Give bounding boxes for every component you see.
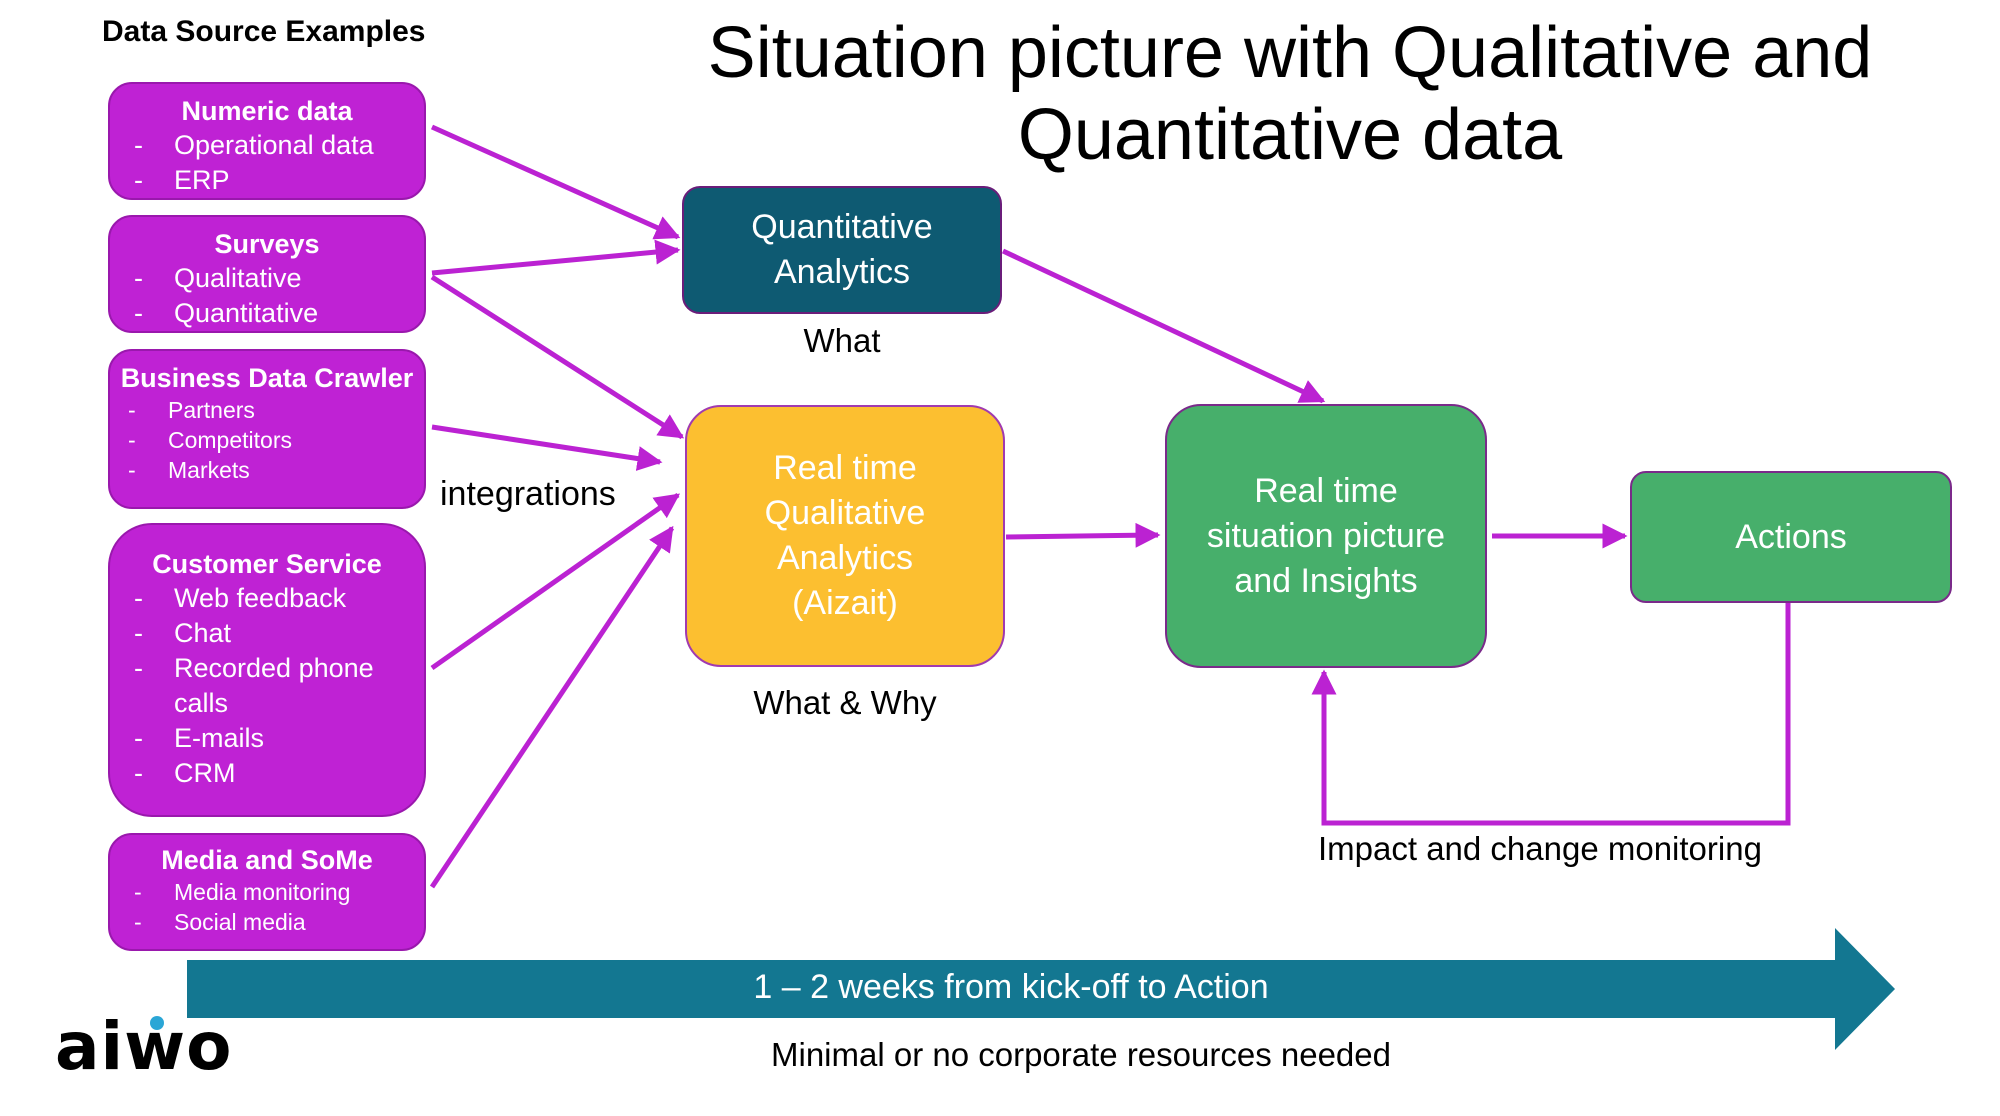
logo-text: aiwo [55,1008,233,1085]
insights-box: Real time situation picture and Insights [1165,404,1487,668]
timeline-label: 1 – 2 weeks from kick-off to Action [753,968,1269,1006]
source-item: Markets [118,455,416,485]
timeline-sublabel: Minimal or no corporate resources needed [771,1036,1391,1073]
arrow-numeric-to-quantitative [430,124,681,240]
source-item: E-mails [124,721,410,756]
aiwo-logo: aiwo [55,1010,255,1085]
source-box-numeric-data: Numeric data Operational data ERP [108,82,426,200]
logo-dot [150,1016,164,1030]
source-item: Operational data [124,128,410,163]
qualitative-analytics-label: Real time Qualitative Analytics (Aizait) [764,449,926,622]
source-box-media-and-some: Media and SoMe Media monitoring Social m… [108,833,426,951]
integrations-label: integrations [440,475,616,513]
quantitative-analytics-box: Quantitative Analytics [682,186,1002,314]
quantitative-analytics-label: Quantitative Analytics [751,208,933,291]
source-title: Business Data Crawler [120,363,414,393]
source-item: Quantitative [124,296,410,331]
source-item: Recorded phone calls [124,651,374,721]
source-title: Media and SoMe [161,845,373,875]
source-item: Media monitoring [124,877,410,907]
qualitative-caption: What & Why [753,684,937,721]
source-item: Social media [124,907,410,937]
arrow-customer-service-to-qualitative [430,492,681,671]
arrow-crawler-to-qualitative [431,424,663,471]
quantitative-caption: What [803,322,881,359]
source-item: Chat [124,616,410,651]
insights-label: Real time situation picture and Insights [1206,471,1446,600]
feedback-label: Impact and change monitoring [1318,830,1762,867]
source-box-business-data-crawler: Business Data Crawler Partners Competito… [108,349,426,509]
source-box-customer-service: Customer Service Web feedback Chat Recor… [108,523,426,817]
source-title: Numeric data [181,96,353,126]
arrow-quantitative-to-insights [1001,248,1326,404]
feedback-loop-arrow [1311,603,1791,826]
source-item: Qualitative [124,261,410,296]
source-title: Customer Service [152,549,382,579]
source-item: Partners [118,395,416,425]
sources-heading: Data Source Examples [102,15,426,48]
source-item: Web feedback [124,581,410,616]
source-item: Competitors [118,425,416,455]
source-box-surveys: Surveys Qualitative Quantitative [108,215,426,333]
actions-label: Actions [1735,517,1847,556]
page-title: Situation picture with Qualitative and Q… [707,13,1873,175]
logo-mark [150,1016,164,1030]
arrow-media-to-qualitative [429,525,675,889]
arrow-qualitative-to-insights [1005,522,1161,548]
source-title: Surveys [214,229,320,259]
source-item: ERP [124,163,410,198]
source-item: CRM [124,756,410,791]
arrow-surveys-to-quantitative [431,239,681,276]
actions-box: Actions [1630,471,1952,603]
timeline-arrow [187,928,1895,1050]
arrow-surveys-to-qualitative [430,274,685,440]
qualitative-analytics-box: Real time Qualitative Analytics (Aizait) [685,405,1005,667]
